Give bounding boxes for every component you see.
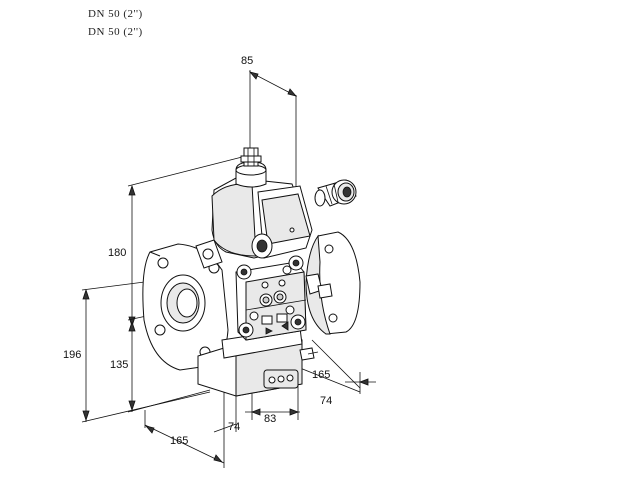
- dim-74-right-label: 74: [320, 395, 332, 407]
- dim-196-label: 196: [63, 349, 81, 361]
- dim-83-label: 83: [264, 413, 276, 425]
- dim-74-bottom-label: 74: [228, 421, 240, 433]
- dim-180-label: 180: [108, 247, 126, 259]
- dim-165-right-label: 165: [312, 369, 330, 381]
- title-line-2: DN 50 (2''): [88, 26, 143, 38]
- valve-body: [142, 147, 361, 397]
- cable-gland: [314, 179, 357, 207]
- dim-85-label: 85: [241, 55, 253, 67]
- dim-135-label: 135: [110, 359, 128, 371]
- title-line-1: DN 50 (2''): [88, 8, 143, 20]
- dim-165-bottom-label: 165: [170, 435, 188, 447]
